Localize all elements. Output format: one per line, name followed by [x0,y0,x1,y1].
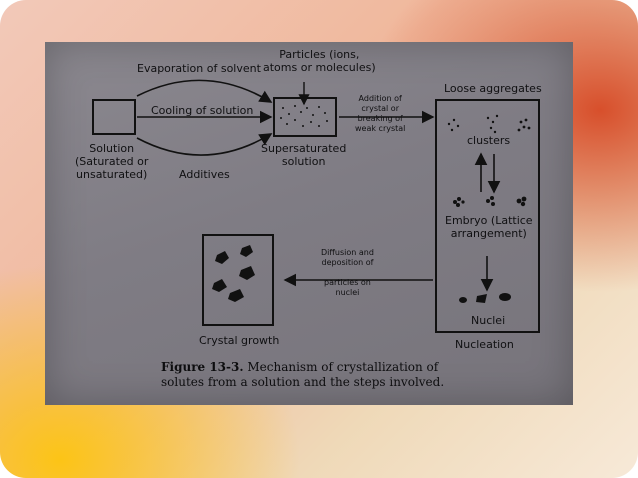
crystal-growth-box [202,234,274,326]
crystallization-diagram [92,79,540,333]
addition-label: Addition of crystal or breaking of weak … [355,94,406,133]
figure-caption-text: Mechanism of crystallization of solutes … [161,360,445,389]
figure-caption: Figure 13-3. Mechanism of crystallizatio… [161,360,461,390]
cooling-label: Cooling of solution [151,104,254,117]
solution-box [92,99,136,135]
nuclei-shapes [459,293,511,303]
particle-dots [280,105,328,127]
crystal-growth-label: Crystal growth [199,334,280,347]
loose-aggregates-label: Loose aggregates [444,82,542,95]
embryo-clumps [453,196,527,207]
figure-number: Figure 13-3. [161,360,244,374]
diffusion-label: Diffusion and deposition of particles on… [321,248,374,297]
textbook-photo: Evaporation of solvent Particles (ions, … [45,42,573,405]
evaporation-label: Evaporation of solvent [137,62,261,75]
loose-aggregate-dots [447,114,531,134]
evaporation-arrow [136,79,273,103]
supersaturated-label: Supersaturated solution [261,142,347,168]
embryo-label: Embryo (Lattice arrangement) [445,214,533,240]
solution-label: Solution (Saturated or unsaturated) [75,142,149,181]
nucleation-label: Nucleation [455,338,514,351]
nucleation-box [435,99,540,333]
nuclei-label: Nuclei [471,314,506,327]
particles-label: Particles (ions, atoms or molecules) [263,48,376,74]
supersaturated-box [273,97,337,137]
clusters-label: clusters [467,134,511,147]
crystal-shapes [212,245,255,302]
additives-label: Additives [179,168,230,181]
additives-arrow [136,133,273,156]
